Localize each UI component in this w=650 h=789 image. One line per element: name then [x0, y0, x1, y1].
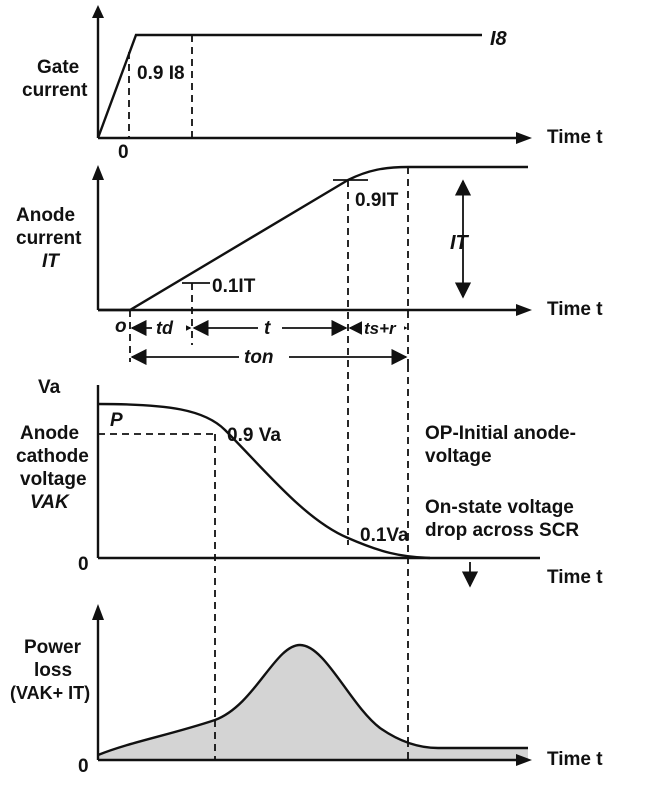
- upper-marker-label: 0.9IT: [355, 190, 399, 211]
- gate-origin: 0: [118, 142, 129, 163]
- power-loss-area: [98, 645, 528, 760]
- note-onstate-line2: drop across SCR: [425, 520, 579, 541]
- point-p-label: P: [110, 410, 123, 431]
- lower-marker-label: 0.1IT: [212, 276, 256, 297]
- note-onstate-line1: On-state voltage: [425, 497, 574, 518]
- anode-current-ylabel-line1: Anode: [16, 205, 75, 226]
- voltage-ylabel-line1: Anode: [20, 423, 79, 444]
- power-x-axis-arrow: [516, 754, 532, 766]
- anode-current-ylabel-line2: current: [16, 228, 82, 249]
- gate-current-panel: Gate current 0.9 I8 I8 0 Time t: [22, 5, 603, 163]
- gate-ylabel-line1: Gate: [37, 57, 79, 78]
- voltage-origin: 0: [78, 554, 89, 575]
- gate-current-curve: [96, 33, 482, 139]
- anode-current-origin: o: [115, 316, 127, 337]
- voltage-ylabel-line3: voltage: [20, 469, 87, 490]
- gate-marker-label: 0.9 I8: [137, 63, 185, 84]
- power-xlabel: Time t: [547, 749, 603, 770]
- power-loss-curve: [97, 643, 528, 757]
- power-ylabel-line2: loss: [34, 660, 72, 681]
- anode-voltage-panel: Va P 0.9 Va 0.1Va Anode cathode voltage …: [16, 365, 603, 760]
- gate-xlabel: Time t: [547, 127, 603, 148]
- note-initial-line2: voltage: [425, 446, 492, 467]
- t-label: t: [264, 318, 271, 339]
- power-y-axis-arrow: [92, 604, 104, 620]
- voltage-xlabel: Time t: [547, 567, 603, 588]
- ton-label-bg: [239, 345, 289, 369]
- note-initial-line1: OP-Initial anode-: [425, 423, 576, 444]
- ts-label-bg: [362, 316, 404, 340]
- anode-voltage-curve: [97, 402, 431, 560]
- gate-x-axis-arrow: [516, 132, 532, 144]
- voltage-lower-marker: 0.1Va: [360, 525, 409, 546]
- voltage-upper-marker: 0.9 Va: [227, 425, 281, 446]
- voltage-ylabel-line4: VAK: [30, 492, 70, 513]
- ton-label: ton: [244, 347, 274, 368]
- power-origin: 0: [78, 756, 89, 777]
- td-label: td: [156, 318, 174, 338]
- anode-current-y-axis-arrow: [92, 165, 104, 180]
- anode-current-ylabel-line3: IT: [42, 251, 60, 272]
- ts-tr-label: ts+r: [364, 319, 397, 338]
- it-level-label: IT: [450, 232, 470, 254]
- td-label-bg: [152, 316, 186, 340]
- gate-y-axis-arrow: [92, 5, 104, 18]
- gate-ylabel-line2: current: [22, 80, 88, 101]
- anode-current-x-axis-arrow: [516, 304, 532, 316]
- voltage-ylabel-line2: cathode: [16, 446, 89, 467]
- anode-current-xlabel: Time t: [547, 299, 603, 320]
- voltage-top-label: Va: [38, 377, 61, 398]
- gate-level-label: I8: [490, 28, 508, 50]
- power-ylabel-line1: Power: [24, 637, 82, 658]
- anode-current-panel: Anode current IT 0.1IT 0.9IT IT o td t t…: [16, 165, 603, 545]
- power-loss-panel: Power loss (VAK+ IT) 0 Time t: [10, 604, 603, 777]
- power-ylabel-line3: (VAK+ IT): [10, 683, 90, 703]
- t-label-bg: [258, 316, 282, 340]
